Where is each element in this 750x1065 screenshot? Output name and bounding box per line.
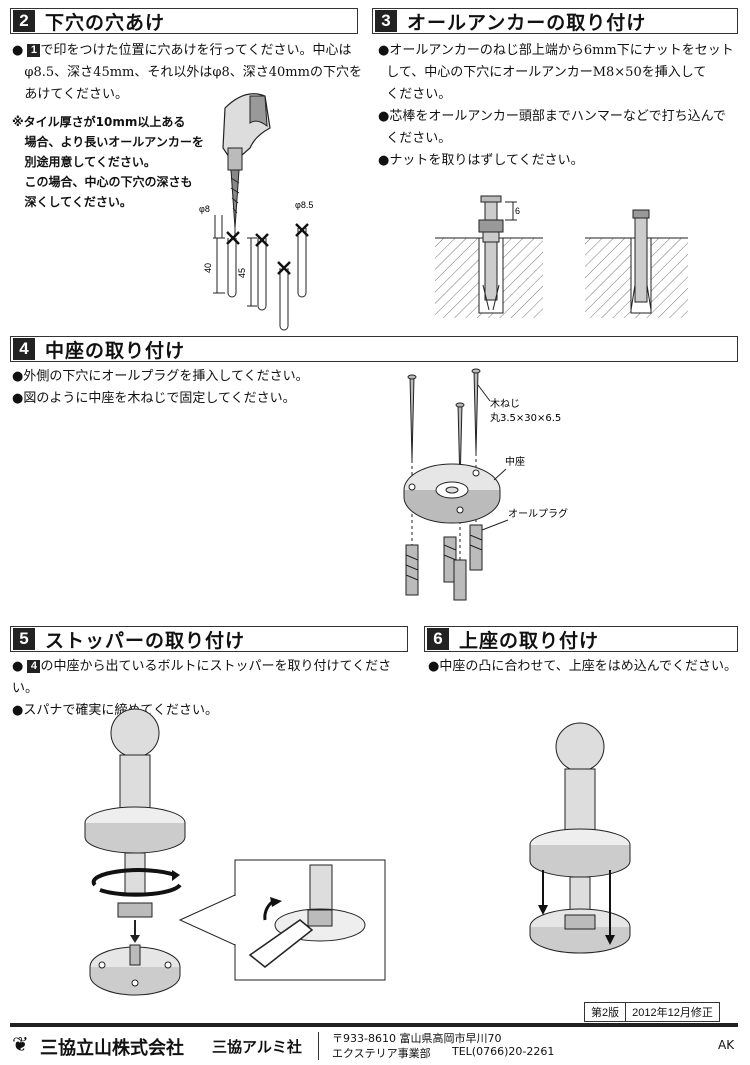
note-line: 場合、より長いオールアンカーを (24, 135, 204, 149)
note-line: 別途用意してください。 (24, 155, 156, 169)
text-line: 芯棒をオールアンカー頭部までハンマーなどで打ち込んで (389, 109, 726, 124)
note-line: ※タイル厚さが10mm以上ある (12, 115, 186, 129)
revision-box: 第2版 2012年12月修正 (584, 1002, 720, 1022)
footer-rule (10, 1023, 738, 1027)
revision-edition: 第2版 (585, 1003, 627, 1021)
footer-dept: エクステリア事業部 (332, 1047, 431, 1060)
text-line: 中座の凸に合わせて、上座をはめ込んでください。 (439, 659, 738, 674)
section-number: 3 (375, 10, 397, 32)
text-line: で印をつけた位置に穴あけを行ってください。中心は (40, 43, 352, 58)
text-line: φ8.5、深さ45mm、それ以外はφ8、深さ40mmの下穴を (24, 65, 362, 80)
dim-45: 45 (237, 268, 247, 278)
base-illustration: 木ねじ 丸3.5×30×6.5 中座 オールプラグ (403, 368, 568, 601)
text-line: して、中心の下穴にオールアンカーM8×50を挿入して (386, 65, 707, 80)
text-line: スパナで確実に締めてください。 (23, 703, 218, 718)
text-line: ください。 (386, 131, 452, 146)
dim-phi85: φ8.5 (295, 200, 313, 210)
label-screw: 木ねじ (490, 398, 520, 410)
dim-40: 40 (203, 263, 213, 273)
company-name: 三協立山株式会社 (40, 1038, 184, 1059)
text-line: あけてください。 (24, 87, 129, 102)
section-number: 6 (427, 628, 449, 650)
section-title: 上座の取り付け (459, 629, 600, 652)
text-line: 図のように中座を木ねじで固定してください。 (23, 391, 296, 406)
text-line: オールアンカーのねじ部上端から6mm下にナットをセット (389, 43, 734, 58)
note-line: 深くしてください。 (24, 195, 132, 209)
label-screw-size: 丸3.5×30×6.5 (490, 411, 561, 424)
revision-date: 2012年12月修正 (632, 1007, 713, 1019)
step-ref-badge: 4 (27, 660, 41, 673)
text-line: ください。 (386, 87, 452, 102)
section-title: 下穴の穴あけ (45, 11, 166, 34)
section-title: ストッパーの取り付け (45, 629, 246, 652)
anchor-illustration: 6 (435, 195, 688, 318)
section-2-header: 2 下穴の穴あけ (10, 8, 358, 34)
footer-divider (318, 1032, 319, 1060)
step-ref-badge: 1 (27, 44, 41, 57)
footer-tel: TEL(0766)20-2261 (452, 1045, 555, 1058)
footer: ❦ 三協立山株式会社 三協アルミ社 〒933-8610 富山県高岡市早川70 エ… (10, 1030, 740, 1062)
section-2-note: ※タイル厚さが10mm以上ある 場合、より長いオールアンカーを 別途用意してくだ… (12, 112, 212, 212)
dim-phi8: φ8 (199, 204, 210, 214)
section-6-bullets: ●中座の凸に合わせて、上座をはめ込んでください。 (428, 659, 738, 674)
section-3-header: 3 オールアンカーの取り付け (372, 8, 738, 34)
drill-illustration: φ8 φ8.5 40 45 (199, 93, 313, 331)
doc-code: AK (718, 1038, 735, 1052)
section-5-header: 5 ストッパーの取り付け (10, 626, 408, 652)
section-4-header: 4 中座の取り付け (10, 336, 738, 362)
upper-base-illustration (529, 722, 631, 954)
section-title: オールアンカーの取り付け (407, 11, 647, 34)
section-4-bullets: ●外側の下穴にオールプラグを挿入してください。 ●図のように中座を木ねじで固定し… (12, 369, 309, 406)
text-line: の中座から出ているボルトにストッパーを取り付けてください。 (12, 659, 392, 696)
note-line: この場合、中心の下穴の深さも (24, 175, 193, 189)
footer-address: 〒933-8610 富山県高岡市早川70 (332, 1032, 502, 1045)
label-plug: オールプラグ (508, 507, 568, 520)
section-number: 2 (13, 10, 35, 32)
section-6-header: 6 上座の取り付け (424, 626, 738, 652)
section-3-bullets: ●オールアンカーのねじ部上端から6mm下にナットをセット して、中心の下穴にオー… (378, 43, 734, 168)
stopper-illustration (84, 708, 386, 996)
text-line: ナットを取りはずしてください。 (389, 153, 584, 168)
section-number: 4 (13, 338, 35, 360)
company-logo-icon: ❦ (12, 1032, 29, 1056)
section-number: 5 (13, 628, 35, 650)
section-title: 中座の取り付け (45, 339, 186, 362)
dim-6: 6 (515, 206, 520, 216)
label-base: 中座 (505, 455, 525, 468)
text-line: 外側の下穴にオールプラグを挿入してください。 (23, 369, 309, 384)
brand-name: 三協アルミ社 (212, 1038, 302, 1056)
